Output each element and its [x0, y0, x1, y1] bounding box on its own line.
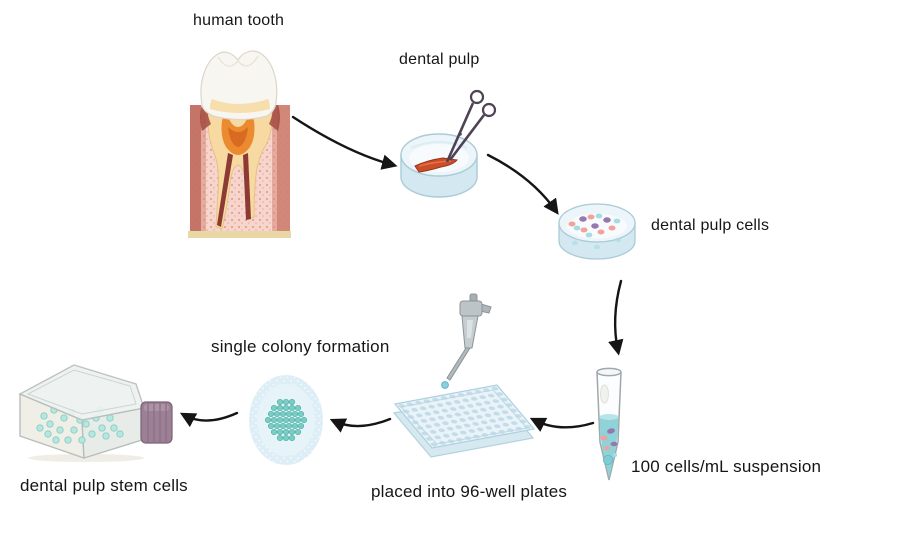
suspension-tube-illustration [592, 364, 626, 486]
arrow-tube-to-plate [529, 417, 595, 432]
suspended-cells [600, 428, 618, 466]
colony-cells [264, 398, 308, 442]
arrow-cells-to-tube [608, 279, 624, 356]
pulp-cells [568, 213, 621, 250]
droplet-icon [441, 381, 449, 389]
dental-pulp-dish-illustration [393, 78, 508, 203]
human-tooth-illustration [188, 43, 293, 243]
label-stem-cells: dental pulp stem cells [20, 476, 188, 495]
well-plate-illustration [385, 380, 537, 468]
colony-dish-illustration [247, 372, 325, 468]
arrow-tooth-to-pulp [291, 115, 398, 170]
arrow-pulp-to-cells [486, 153, 559, 215]
dental-pulp-cells-dish-illustration [555, 195, 640, 267]
pipette-tip [446, 347, 471, 381]
root-canal-left [217, 153, 233, 227]
flask-cap [140, 401, 173, 444]
label-human-tooth: human tooth [193, 12, 285, 29]
root-canal-right [243, 153, 251, 220]
arrow-plate-to-colony [329, 417, 392, 433]
flask-top [18, 364, 145, 421]
label-single-colony: single colony formation [211, 337, 390, 356]
pipette-illustration [430, 292, 494, 392]
tube-rim [596, 367, 622, 377]
arrow-colony-to-flask [179, 411, 239, 428]
label-cell-suspension: 100 cells/mL suspension [631, 457, 822, 476]
culture-flask-illustration [14, 356, 176, 464]
label-dental-pulp-cells: dental pulp cells [651, 217, 770, 234]
scissors-icon [445, 89, 497, 163]
bone-base-strip [188, 231, 291, 238]
label-well-plates: placed into 96-well plates [371, 482, 568, 501]
label-dental-pulp: dental pulp [399, 51, 480, 68]
